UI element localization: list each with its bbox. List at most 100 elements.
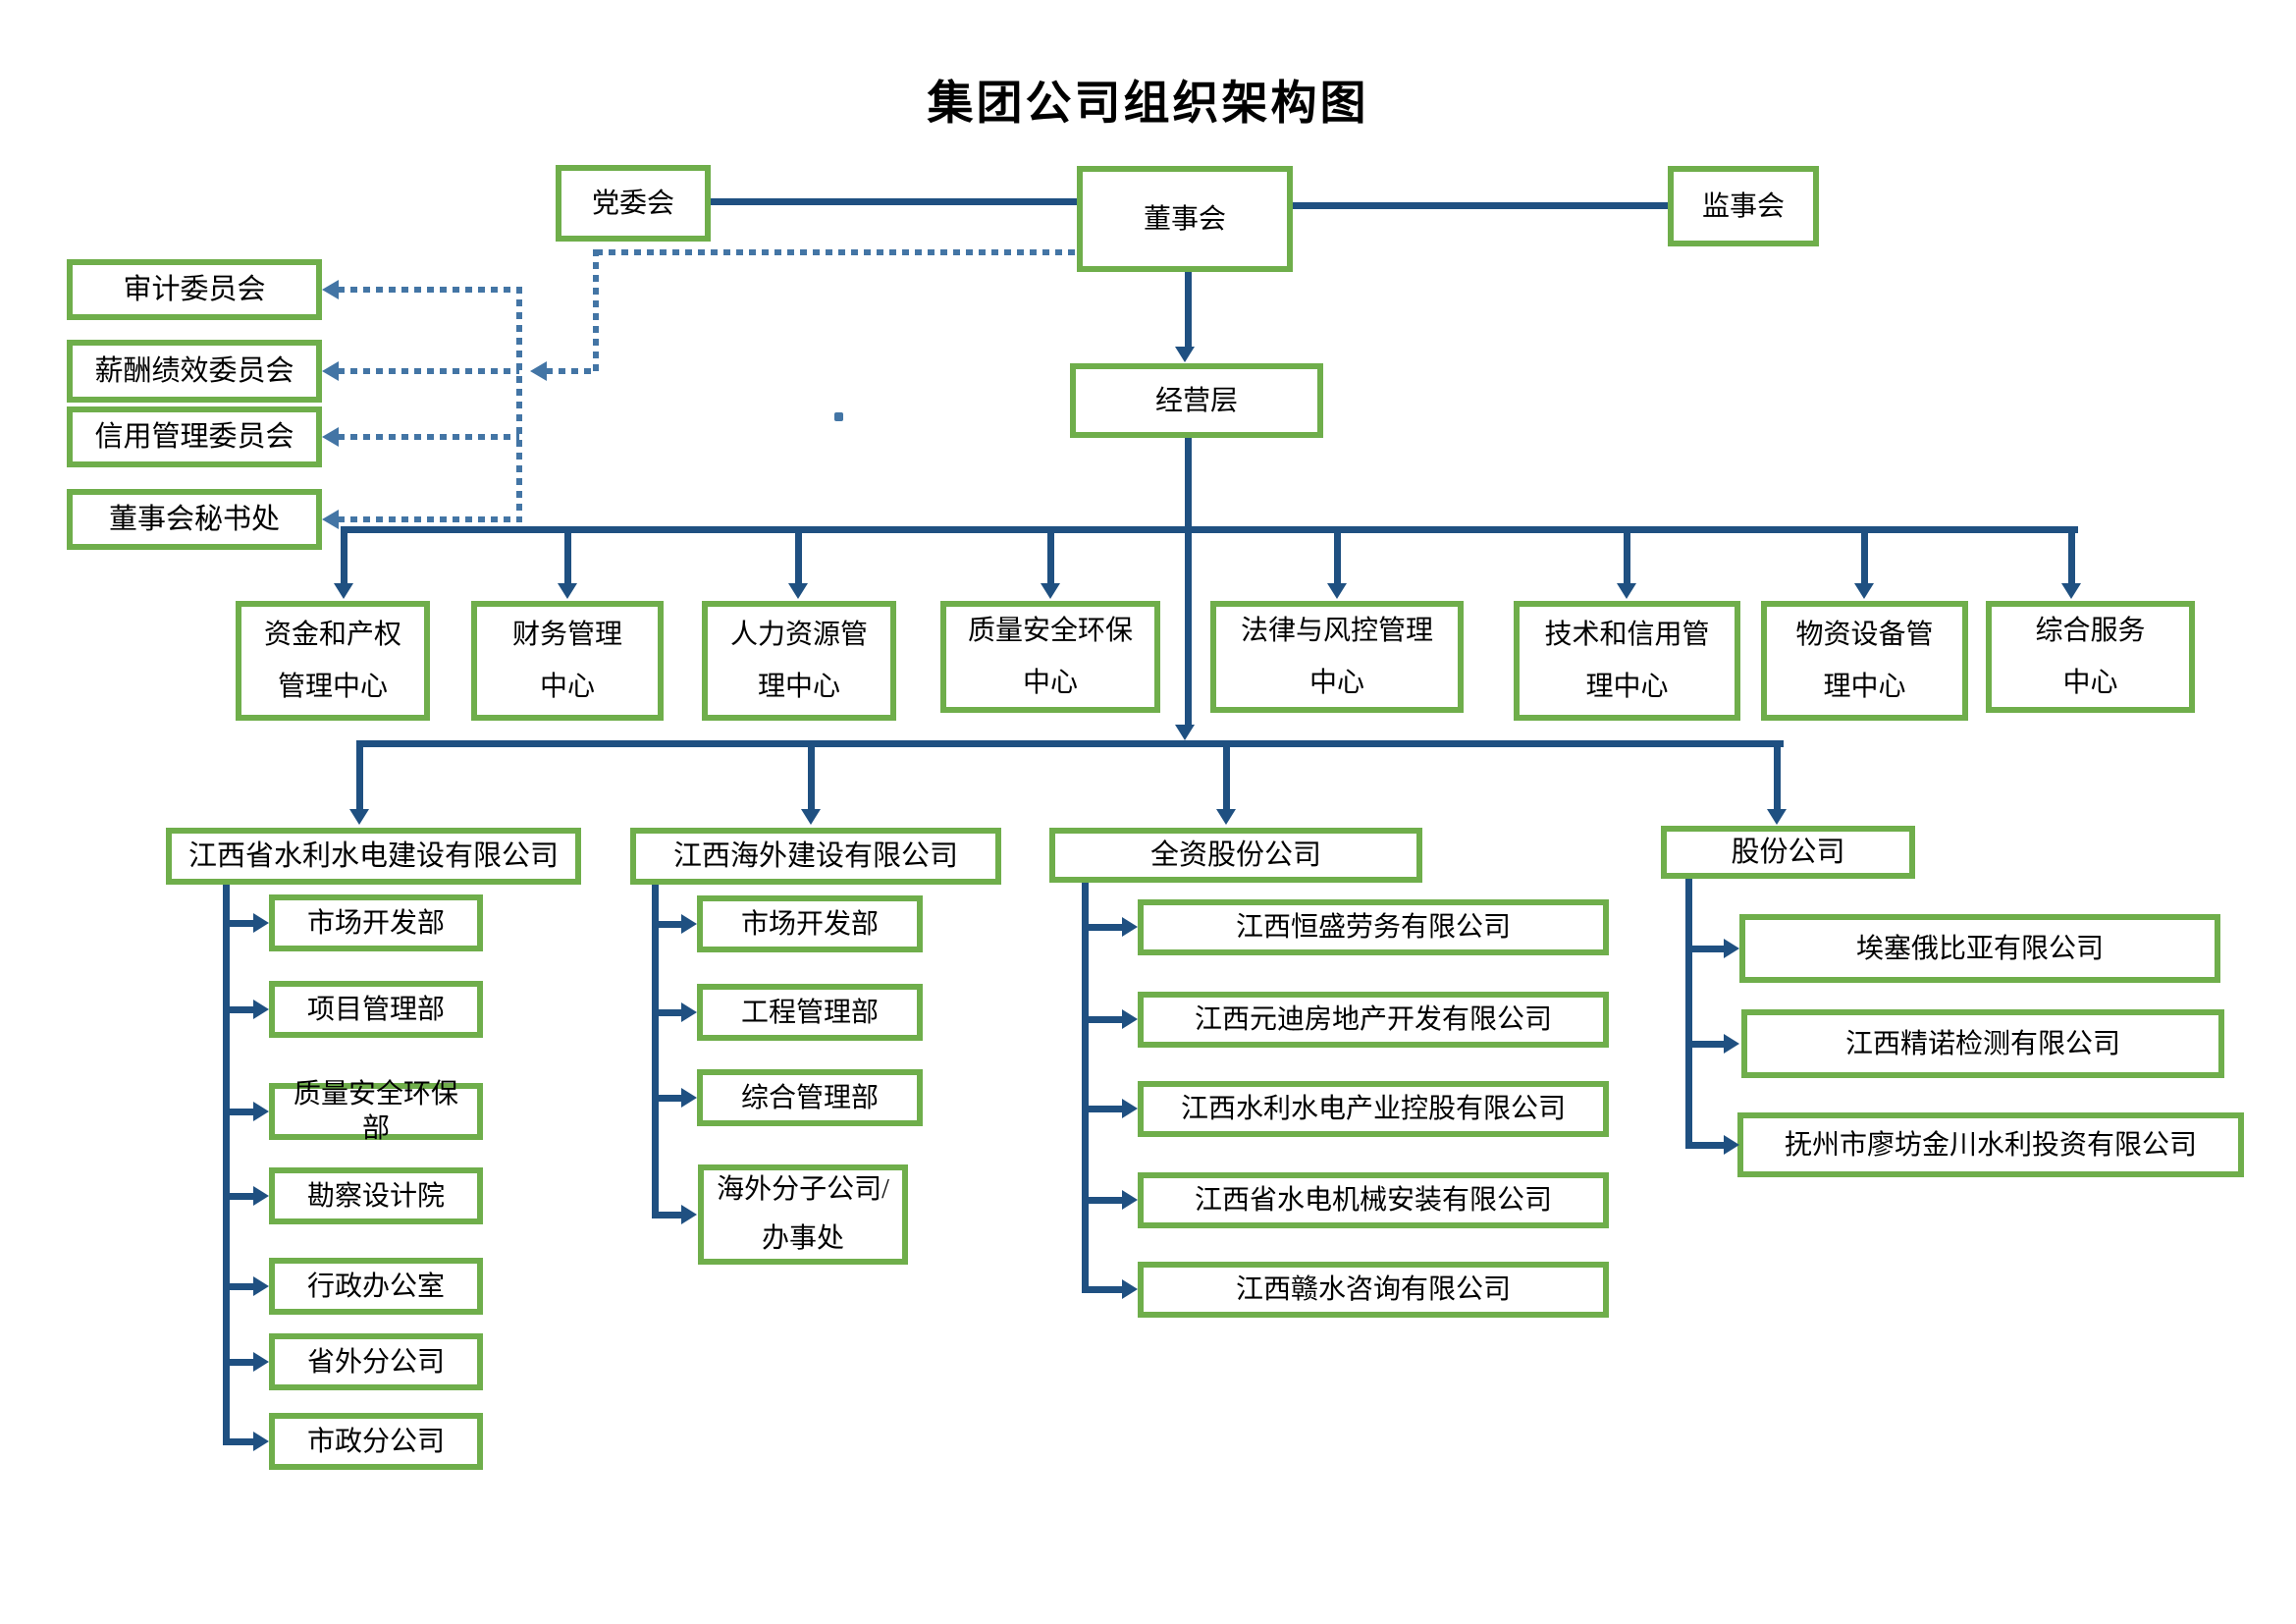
drop-line <box>2068 533 2075 583</box>
drop-line <box>341 533 347 583</box>
stub-line <box>1082 1106 1122 1112</box>
box-label: 质量安全环保 <box>967 615 1133 646</box>
arrow-right <box>681 1205 697 1224</box>
arrow-down <box>334 583 353 599</box>
box-dept-general-mgmt: 综合管理部 <box>697 1069 923 1126</box>
box-label: 市场开发部 <box>740 908 879 940</box>
box-dept-admin-office: 行政办公室 <box>269 1258 483 1315</box>
rail-centers <box>341 526 2078 533</box>
stub-line <box>1685 1142 1724 1149</box>
rail-companies <box>356 740 1784 747</box>
box-label: 综合服务 <box>2035 615 2146 646</box>
box-center-materials-equipment: 物资设备管理中心 <box>1761 601 1968 721</box>
box-label: 中心 <box>1022 668 1078 698</box>
arrow-left <box>322 510 339 529</box>
box-label: 江西省水利水电建设有限公司 <box>187 839 559 872</box>
dotted-line <box>338 287 519 293</box>
box-label: 综合管理部 <box>740 1082 879 1113</box>
box-label: 董事会 <box>1143 203 1226 235</box>
arrow-down <box>2061 583 2081 599</box>
box-label: 工程管理部 <box>740 997 879 1028</box>
box-label: 项目管理部 <box>306 994 445 1025</box>
stub-line <box>1082 1286 1122 1293</box>
arrow-right <box>253 913 269 933</box>
stub-line <box>1082 924 1122 931</box>
box-center-tech-credit: 技术和信用管理中心 <box>1514 601 1740 721</box>
box-label: 中心 <box>1308 668 1364 698</box>
box-label: 信用管理委员会 <box>94 420 294 453</box>
stub-line <box>223 1006 253 1013</box>
box-label: 行政办公室 <box>306 1271 445 1302</box>
spine-company-3 <box>1082 883 1089 1292</box>
line-board-supervisory <box>1293 202 1668 209</box>
drop-line <box>1334 533 1341 583</box>
box-label: 江西省水电机械安装有限公司 <box>1194 1185 1552 1216</box>
box-label: 省外分公司 <box>306 1346 445 1378</box>
arrow-right <box>1122 917 1138 937</box>
box-dept-overseas-branches: 海外分子公司/办事处 <box>698 1164 908 1265</box>
dotted-line-vertical <box>516 287 522 522</box>
stub-line <box>223 1283 253 1290</box>
box-center-capital-property: 资金和产权管理中心 <box>236 601 430 721</box>
arrow-left <box>322 361 339 381</box>
dotted-line <box>546 368 596 374</box>
stub-line <box>223 1109 253 1115</box>
box-compensation-committee: 薪酬绩效委员会 <box>67 340 322 403</box>
drop-line <box>1047 533 1054 583</box>
box-label: 全资股份公司 <box>1149 839 1321 871</box>
box-label: 资金和产权 <box>263 619 401 650</box>
drop-line <box>1861 533 1868 583</box>
box-sub-ethiopia: 埃塞俄比亚有限公司 <box>1739 914 2220 983</box>
stub-line <box>652 1095 681 1102</box>
box-label: 薪酬绩效委员会 <box>94 354 294 387</box>
box-management-level: 经营层 <box>1070 363 1323 438</box>
arrow-right <box>1724 1135 1739 1155</box>
box-center-quality-safety: 质量安全环保中心 <box>940 601 1160 713</box>
box-board-of-directors: 董事会 <box>1077 166 1293 272</box>
box-audit-committee: 审计委员会 <box>67 259 322 320</box>
box-label: 市场开发部 <box>306 907 445 939</box>
box-label: 股份公司 <box>1731 836 1845 868</box>
arrow-right <box>1122 1009 1138 1029</box>
box-company-jx-water-construction: 江西省水利水电建设有限公司 <box>166 828 581 885</box>
dotted-line-vertical <box>593 249 599 371</box>
box-company-jx-overseas: 江西海外建设有限公司 <box>630 828 1001 885</box>
dotted-line <box>338 368 519 374</box>
arrow-down <box>1041 583 1060 599</box>
arrow-down <box>788 583 808 599</box>
stub-line <box>223 1438 253 1445</box>
drop-line <box>1624 533 1630 583</box>
box-label: 市政分公司 <box>306 1426 445 1457</box>
stub-line <box>1685 946 1724 952</box>
arrow-right <box>253 1186 269 1206</box>
drop-line <box>795 533 802 583</box>
drop-line <box>356 747 363 809</box>
box-wholly-owned-companies: 全资股份公司 <box>1049 828 1422 883</box>
arrow-down <box>1854 583 1874 599</box>
arrow-right <box>253 1276 269 1296</box>
arrow-right <box>1724 939 1739 958</box>
box-label: 经营层 <box>1154 385 1238 416</box>
stub-line <box>1082 1197 1122 1204</box>
arrow-right <box>1122 1190 1138 1210</box>
arrow-down <box>1175 347 1195 362</box>
box-label: 江西赣水咨询有限公司 <box>1235 1274 1511 1305</box>
chart-title: 集团公司组织架构图 <box>927 79 1369 130</box>
box-label: 抚州市廖坊金川水利投资有限公司 <box>1784 1129 2197 1161</box>
arrow-right <box>253 1000 269 1019</box>
arrow-right <box>1724 1034 1739 1054</box>
box-label: 技术和信用管 <box>1544 619 1710 650</box>
stub-line <box>652 1009 681 1016</box>
line-party-board <box>711 198 1077 205</box>
box-label: 法律与风控管理 <box>1240 615 1433 646</box>
stub-line <box>1082 1016 1122 1023</box>
box-label: 中心 <box>539 672 595 702</box>
drop-line <box>564 533 571 583</box>
box-label: 理中心 <box>757 672 840 702</box>
stub-line <box>223 920 253 927</box>
box-sub-machinery-installation: 江西省水电机械安装有限公司 <box>1138 1172 1609 1228</box>
box-dept-market-dev-1: 市场开发部 <box>269 894 483 951</box>
box-label: 理中心 <box>1585 672 1669 702</box>
arrow-left <box>322 280 339 299</box>
box-center-general-services: 综合服务中心 <box>1986 601 2195 713</box>
